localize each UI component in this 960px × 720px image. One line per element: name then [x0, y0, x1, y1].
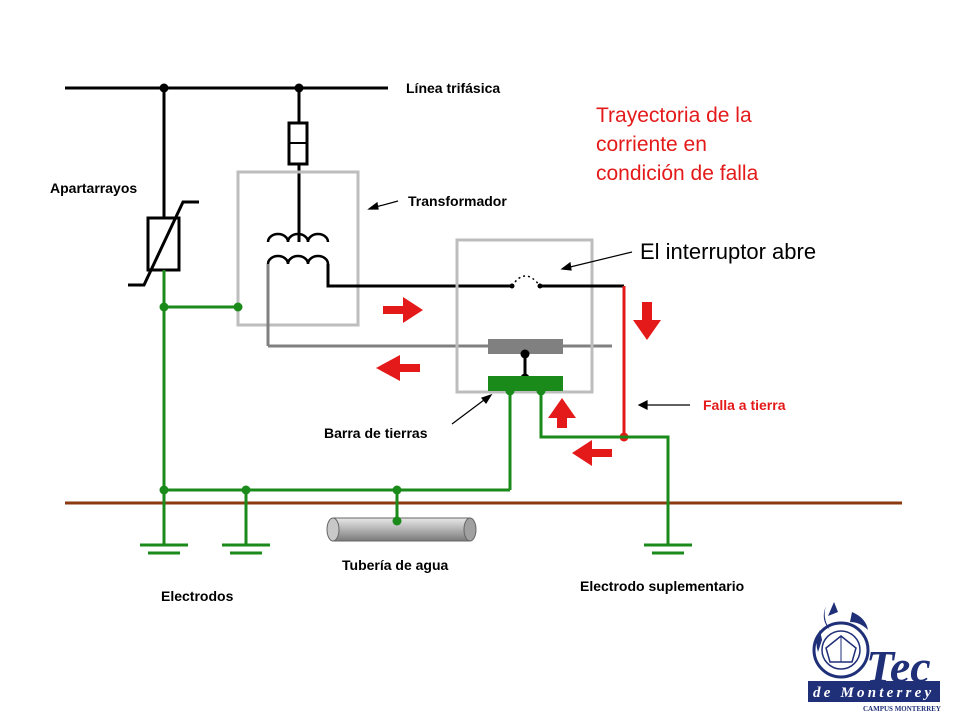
label-supplementary-electrode: Electrodo suplementario: [580, 578, 744, 594]
label-electrodes: Electrodos: [161, 588, 234, 604]
fuse: [287, 88, 309, 185]
seal-icon: [812, 602, 870, 679]
transformer-primary-coil: [266, 185, 330, 243]
label-transformer: Transformador: [408, 193, 507, 209]
ground-electrode-1: [140, 543, 188, 555]
ground-bar: [488, 376, 563, 391]
ground-junction-dots: [159, 302, 546, 526]
ground-electrode-2: [222, 543, 270, 555]
label-water-pipe: Tubería de agua: [342, 557, 449, 573]
label-breaker-opens: El interruptor abre: [640, 239, 816, 264]
grounding-conductors: [162, 270, 670, 545]
label-ground-bar: Barra de tierras: [324, 425, 428, 441]
diagram-title: Trayectoria de la corriente en condición…: [596, 104, 759, 185]
supplementary-ground-electrode: [644, 543, 692, 555]
title-line-3: condición de falla: [596, 162, 759, 185]
label-surge-arrester: Apartarrayos: [50, 180, 137, 196]
transformer-secondary-coil: [266, 254, 612, 348]
label-pointers: [367, 200, 690, 425]
fault-current-arrows: [376, 297, 661, 466]
arrow-right-icon: [383, 297, 423, 323]
water-pipe: [326, 516, 477, 542]
arrow-down-icon: [633, 302, 661, 340]
panel-enclosure: [455, 238, 594, 394]
transformer-enclosure: [236, 170, 360, 327]
label-three-phase-line: Línea trifásica: [406, 80, 500, 96]
logo-campus: CAMPUS MONTERREY: [863, 705, 941, 713]
neutral-bar: [488, 339, 563, 354]
arrow-up-icon: [548, 398, 576, 428]
surge-arrester: [128, 88, 199, 287]
tec-logo: Tec de Monterrey CAMPUS MONTERREY: [808, 602, 941, 713]
junction-dot: [520, 349, 530, 359]
arrow-left-icon: [572, 440, 612, 466]
logo-sub: de Monterrey: [813, 685, 934, 701]
title-line-2: corriente en: [596, 133, 707, 156]
label-ground-fault: Falla a tierra: [703, 397, 786, 413]
breaker: [500, 275, 624, 289]
title-line-1: Trayectoria de la: [596, 104, 752, 127]
arrow-left-icon: [376, 355, 420, 381]
